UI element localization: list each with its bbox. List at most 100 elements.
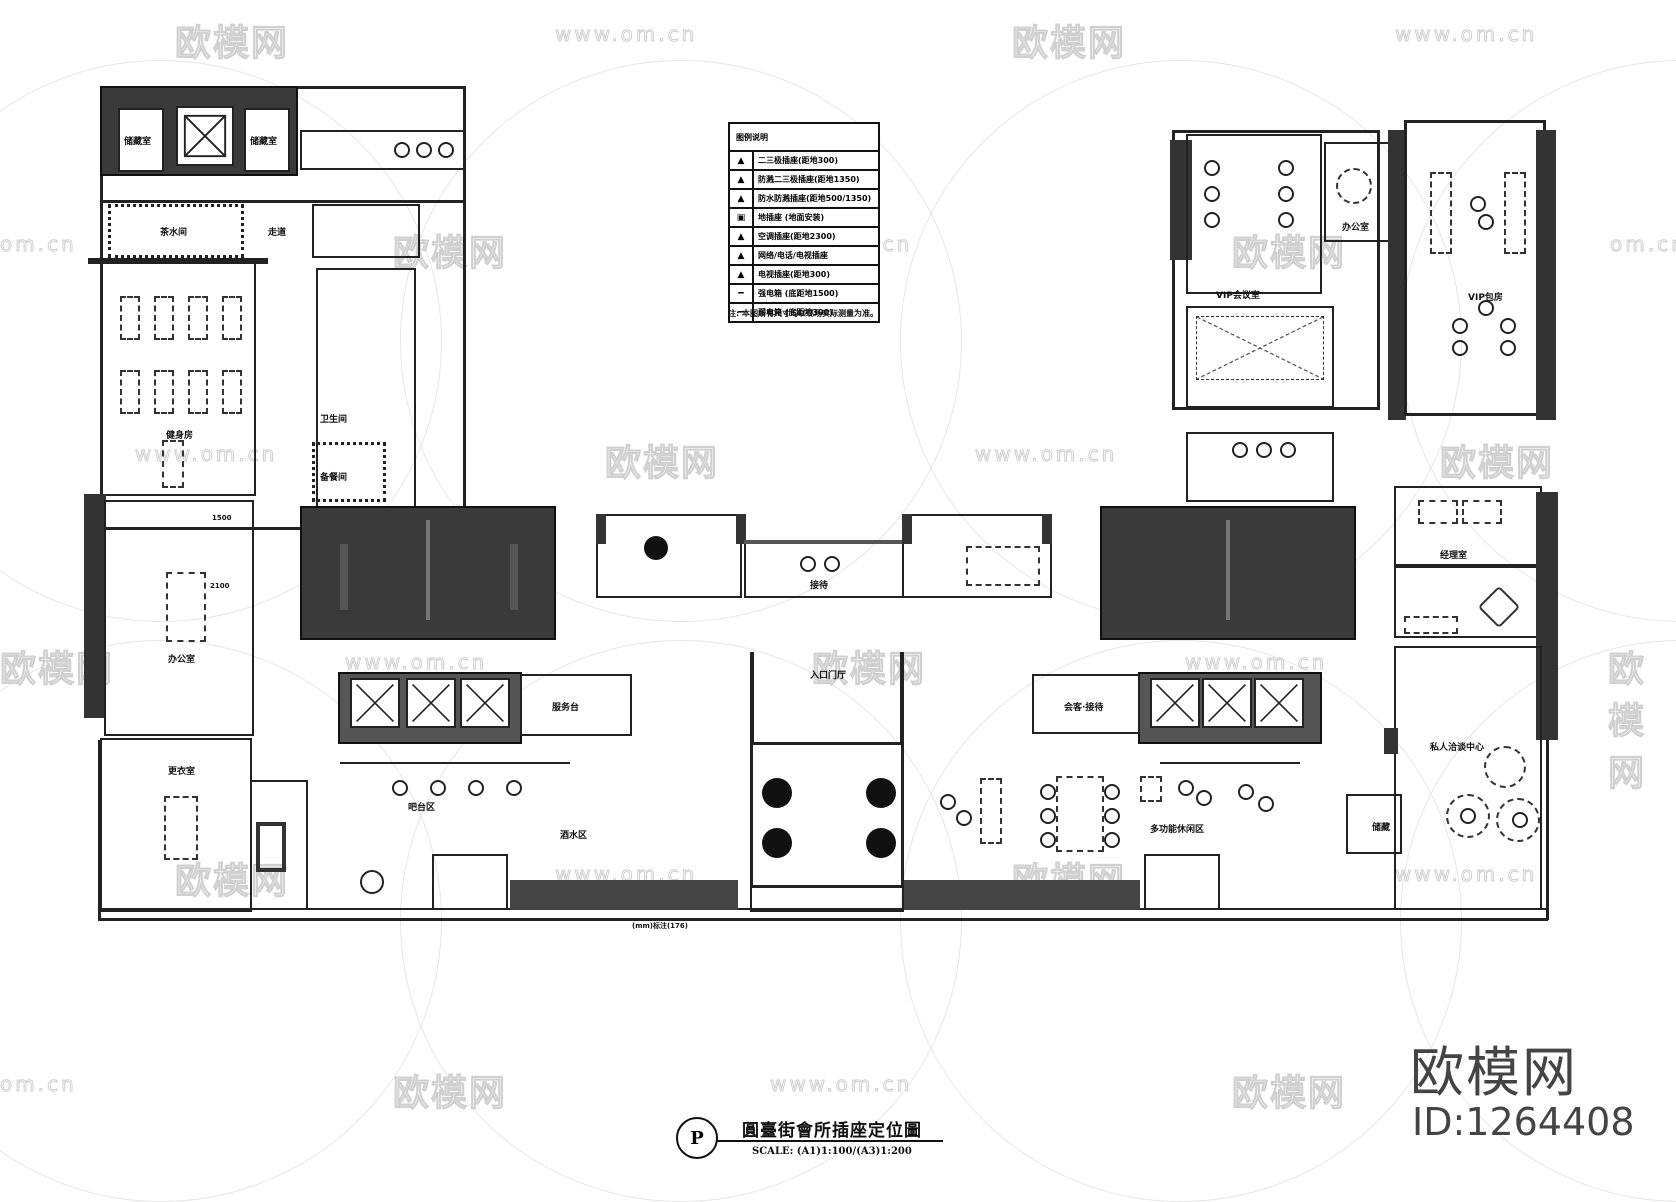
floor-socket-icon: ▣	[730, 209, 754, 226]
room-label: 办公室	[1342, 223, 1370, 233]
chair-icon	[1104, 808, 1120, 824]
right-small-storage	[1346, 794, 1402, 854]
legend-header: 图例说明	[736, 132, 768, 142]
service-lift-icon	[1196, 316, 1324, 380]
column-dot	[866, 778, 896, 808]
room-label: 经理室	[1440, 551, 1468, 561]
desk-icon	[164, 796, 198, 860]
stair-landing	[510, 544, 518, 610]
left-big-room	[100, 262, 256, 496]
washbasin-icon	[1280, 442, 1296, 458]
left-narrow-room	[250, 780, 308, 910]
watermark-logo: 欧模网	[811, 649, 927, 691]
drawing-title: 圓臺街會所插座定位圖	[742, 1121, 922, 1141]
chair-icon	[1104, 832, 1120, 848]
chair-icon	[1204, 212, 1220, 228]
outer-wall-bottom-inner	[98, 908, 1548, 910]
watermark-logo: 欧模网	[1608, 649, 1647, 795]
watermark-logo: 欧模网	[604, 443, 720, 485]
sofa-icon	[1462, 500, 1502, 524]
chair-icon	[1204, 160, 1220, 176]
chair-icon	[1278, 212, 1294, 228]
legend-row: ▲网络/电话/电视插座	[730, 245, 878, 264]
socket-symbol-icon: ▲	[730, 171, 754, 188]
round-table-icon	[1484, 746, 1526, 788]
watermark-url: www.om.cn	[134, 442, 278, 467]
room-label: 多功能休闲区	[1150, 825, 1205, 835]
equipment-icon	[188, 296, 208, 340]
equipment-icon	[162, 440, 184, 488]
center-strip-right	[902, 514, 1052, 598]
right-reception-room	[1032, 674, 1140, 734]
machine-icon	[644, 536, 668, 560]
round-table-icon	[1446, 794, 1490, 838]
washbasin-icon	[1256, 442, 1272, 458]
watermark-logo: 欧模网	[1011, 23, 1127, 65]
dimension-label: 2100	[210, 582, 230, 590]
left-top-elevator	[176, 106, 234, 166]
elevator-icon	[460, 678, 510, 728]
chair-icon	[1478, 214, 1494, 230]
left-wc-row	[300, 130, 466, 170]
outer-wall-right	[1546, 720, 1549, 920]
desk-icon	[166, 572, 206, 642]
chair-icon	[1452, 340, 1468, 356]
legend-row: ▲防水防溅插座(距地500/1350)	[730, 188, 878, 207]
washbasin-icon	[438, 142, 454, 158]
chair-icon	[360, 870, 384, 894]
legend-row: ▣地插座 (地面安装)	[730, 207, 878, 226]
room-label: 健身房	[166, 431, 194, 441]
watermark-logo: 欧模网	[1231, 1073, 1347, 1115]
stool-icon	[392, 780, 408, 796]
brand-logo: 欧模网	[1410, 1041, 1578, 1104]
watermark-logo: 欧模网	[174, 23, 290, 65]
chair-icon	[1204, 186, 1220, 202]
right-stair-hall	[1186, 306, 1334, 408]
brand-id: ID:1264408	[1412, 1100, 1635, 1144]
bottom-wall-left	[510, 880, 738, 910]
left-column-wall	[84, 494, 106, 718]
chair-icon	[1104, 784, 1120, 800]
chair-icon	[1452, 318, 1468, 334]
cabinet-icon	[256, 822, 286, 872]
panel-box-icon: ━	[730, 304, 754, 321]
round-table-icon	[1496, 798, 1540, 842]
chair-icon	[1040, 832, 1056, 848]
drawing-marker: P	[676, 1117, 718, 1159]
column-dot	[762, 778, 792, 808]
column	[596, 514, 606, 544]
center-entry-hall	[750, 742, 904, 888]
legend-row: ━弱电箱 (底距地300)	[730, 302, 878, 321]
round-table-icon	[1336, 168, 1372, 204]
chair-icon	[1258, 796, 1274, 812]
equipment-icon	[154, 370, 174, 414]
room-label: 接待	[810, 581, 829, 591]
wall	[88, 258, 268, 264]
chair-icon	[824, 556, 840, 572]
watermark-url: www.om.cn	[1394, 862, 1538, 887]
room-label: 茶水间	[160, 228, 188, 238]
counter-icon	[966, 546, 1040, 586]
chair-icon	[1512, 812, 1528, 828]
room-label: 私人洽谈中心	[1430, 743, 1485, 753]
watermark-url: www.om.cn	[1184, 650, 1328, 675]
chair-icon	[1196, 790, 1212, 806]
watermark-url: om.cn	[1610, 232, 1676, 257]
room-label: 备餐间	[320, 473, 348, 483]
chair-icon	[1500, 340, 1516, 356]
glass-wall	[744, 540, 904, 544]
bottom-wall-right	[904, 880, 1140, 910]
title-underline	[717, 1140, 943, 1142]
watermark-url: www.om.cn	[974, 442, 1118, 467]
socket-symbol-icon: ▲	[730, 266, 754, 283]
stool-icon	[506, 780, 522, 796]
room-label: 入口门厅	[810, 671, 847, 681]
elevator-icon	[1254, 678, 1304, 728]
chair-icon	[800, 556, 816, 572]
chair-icon	[1460, 808, 1476, 824]
left-storage-a	[118, 108, 164, 172]
left-service-room	[520, 674, 632, 736]
elevator-icon	[406, 678, 456, 728]
chair-icon	[1238, 784, 1254, 800]
sofa-icon	[1404, 616, 1458, 634]
